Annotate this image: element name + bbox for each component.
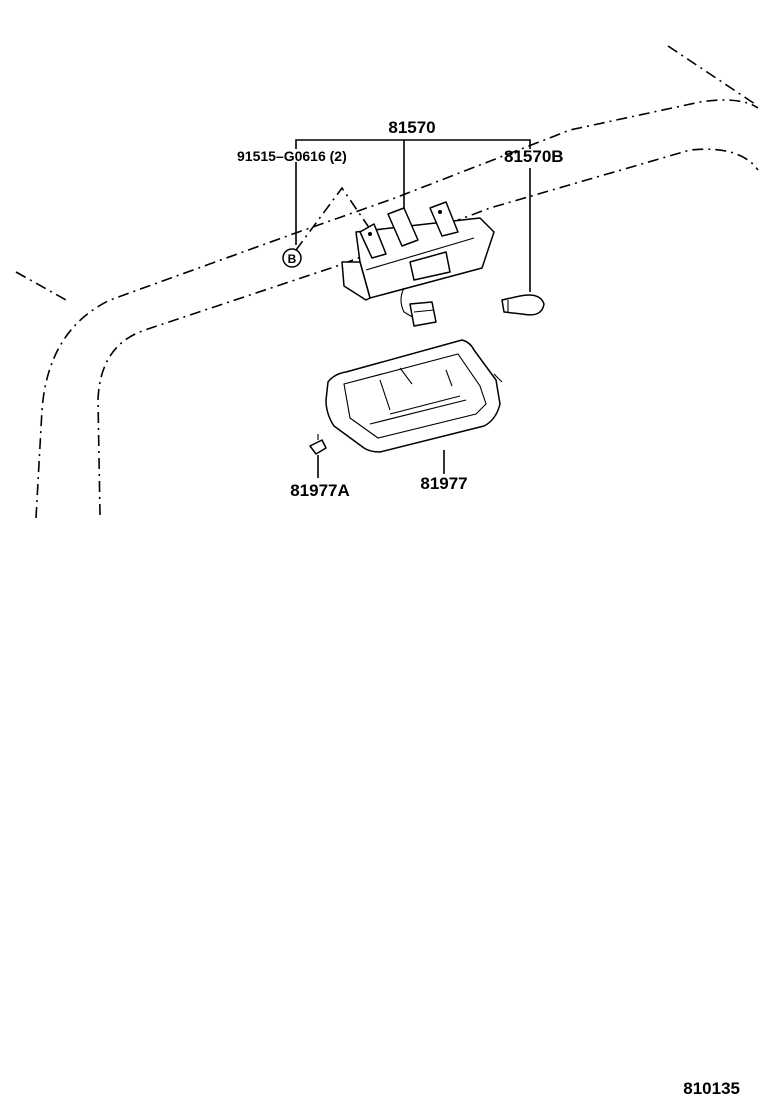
ref-marker-text: B	[288, 252, 297, 266]
part-labels: 81570 91515–G0616 (2) 81570B 81977 81977…	[237, 118, 740, 1098]
marker-phantom-line	[295, 186, 373, 251]
screw-part-number: 91515–G0616 (2)	[237, 148, 347, 164]
leader-lines	[295, 139, 531, 478]
circle-letter-icon: B	[282, 248, 302, 268]
lens-part-number: 81977	[420, 474, 467, 493]
inner-roof-edge	[97, 148, 759, 516]
bulb-part-number: 81570B	[504, 147, 564, 166]
clip-part	[309, 434, 327, 455]
lamp-housing-part	[341, 201, 495, 327]
bulb-part	[501, 294, 545, 316]
assembly-bracket-line	[295, 139, 531, 149]
lens-cover-part	[325, 339, 503, 453]
figure-number: 810135	[683, 1079, 740, 1098]
left-edge-line	[15, 271, 67, 301]
vehicle-body-outline	[15, 45, 759, 519]
right-top-edge-line	[667, 45, 759, 107]
clip-part-number: 81977A	[290, 481, 350, 500]
outer-roof-edge	[35, 99, 759, 519]
assembly-part-number: 81570	[388, 118, 435, 137]
